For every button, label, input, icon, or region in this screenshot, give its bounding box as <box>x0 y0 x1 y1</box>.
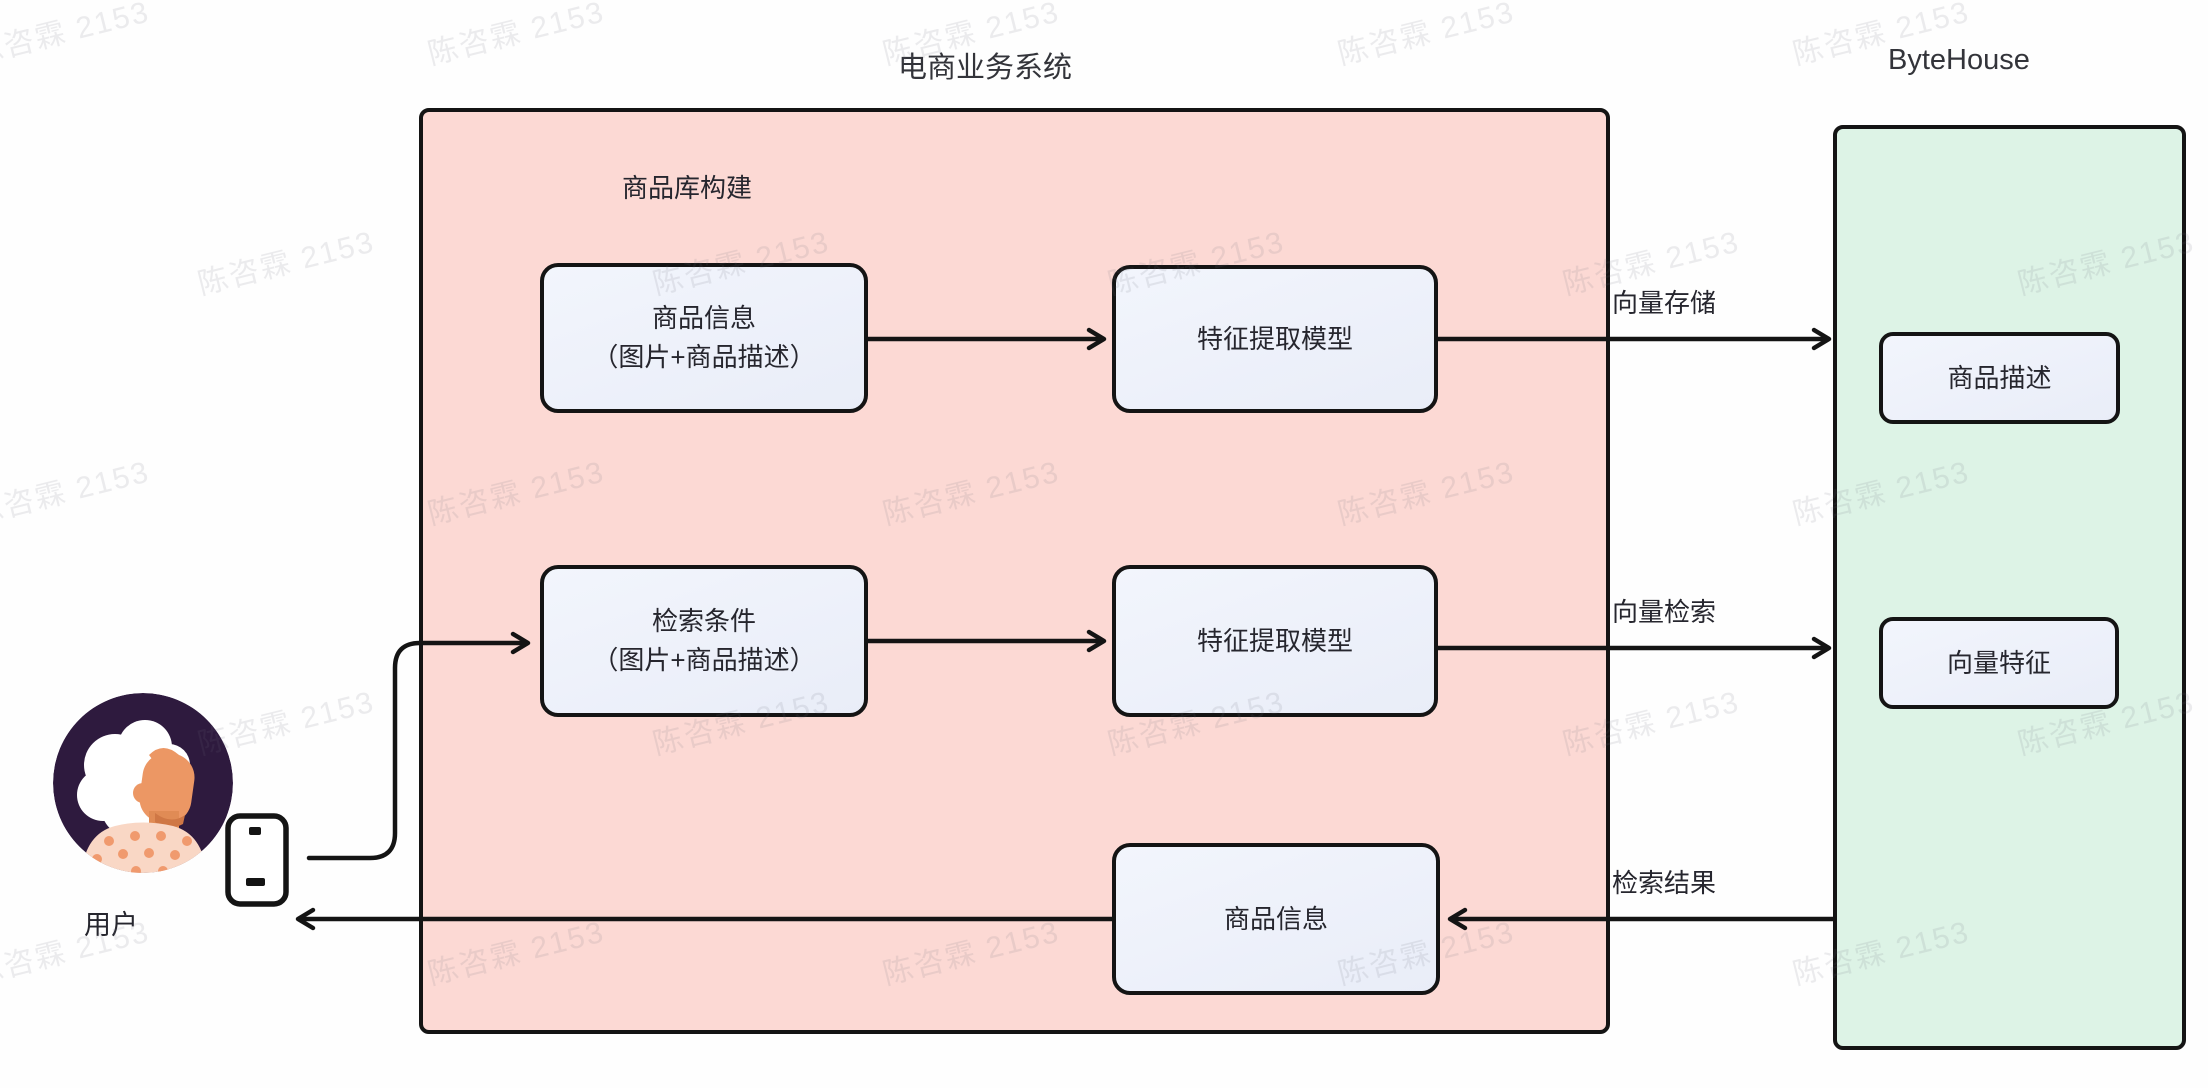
phone-icon <box>225 813 289 907</box>
node-product-desc: 商品描述 <box>1879 332 2120 424</box>
arrow-user-to-search-condition <box>306 631 531 861</box>
node-search-condition-line2: （图片+商品描述） <box>592 645 816 675</box>
edge-label-vector-store: 向量存储 <box>1612 288 1717 318</box>
node-product-info-input-line2: （图片+商品描述） <box>592 342 816 372</box>
node-feature-model-middle: 特征提取模型 <box>1112 565 1438 717</box>
node-product-desc-label: 商品描述 <box>1947 362 2052 393</box>
edge-label-search-result: 检索结果 <box>1612 868 1717 898</box>
node-search-condition-line1: 检索条件 <box>651 606 756 636</box>
node-search-condition: 检索条件 （图片+商品描述） <box>540 565 868 717</box>
node-feature-model-middle-label: 特征提取模型 <box>1196 625 1353 656</box>
node-feature-model-top-label: 特征提取模型 <box>1196 323 1353 354</box>
user-avatar <box>53 693 233 873</box>
node-product-info-input-line1: 商品信息 <box>651 303 756 333</box>
bytehouse-container <box>1833 125 2186 1050</box>
node-feature-model-top: 特征提取模型 <box>1112 265 1438 413</box>
node-vector-feature: 向量特征 <box>1879 617 2119 709</box>
bytehouse-title: ByteHouse <box>1888 44 2030 76</box>
edge-label-vector-search: 向量检索 <box>1612 597 1717 627</box>
node-product-info-result-label: 商品信息 <box>1223 903 1328 934</box>
ecommerce-system-title: 电商业务系统 <box>898 52 1073 84</box>
user-label: 用户 <box>84 910 138 940</box>
node-product-info-input: 商品信息 （图片+商品描述） <box>540 263 868 413</box>
node-vector-feature-label: 向量特征 <box>1946 647 2051 678</box>
product-library-section-label: 商品库构建 <box>622 173 753 203</box>
node-product-info-result: 商品信息 <box>1112 843 1440 995</box>
